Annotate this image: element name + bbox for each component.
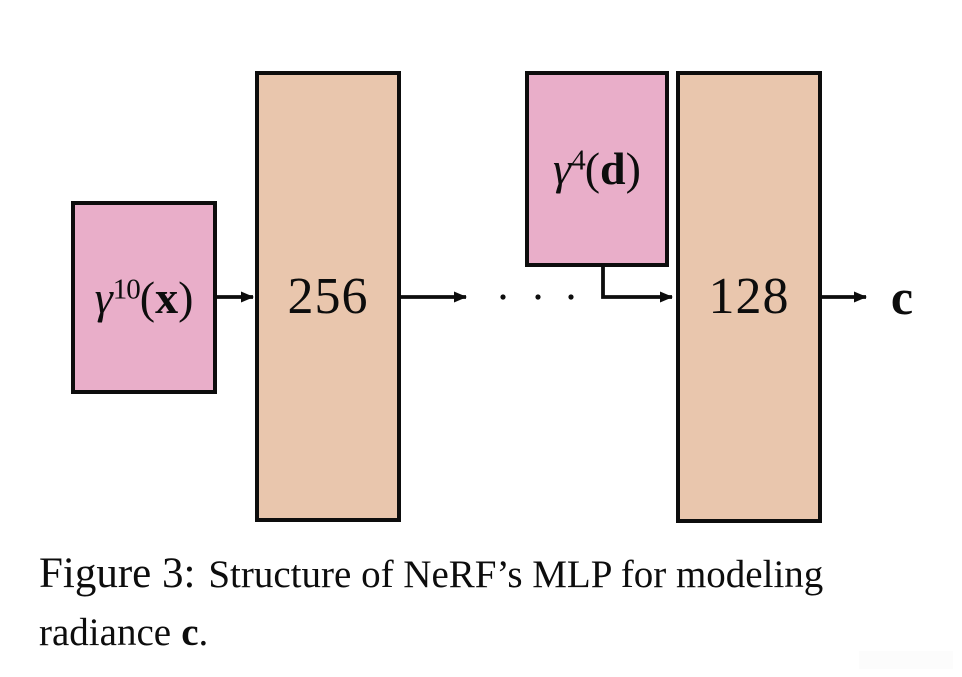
hidden-layer-256-box: 256 [255, 71, 401, 522]
hidden-layer-128-label: 128 [708, 268, 790, 325]
input-box-view-direction-d: γ4(d) [525, 71, 669, 267]
input-box-position-encoding-x: γ10(x) [71, 201, 217, 394]
caption-radiance-symbol: c [181, 611, 199, 654]
gamma-symbol: γ [94, 271, 113, 323]
caption-prefix: Figure 3: [39, 550, 196, 597]
input-d-label: γ4(d) [553, 146, 641, 192]
close-paren: ) [625, 143, 641, 194]
gamma-symbol: γ [553, 143, 572, 194]
caption-period: . [198, 611, 209, 654]
exponent: 4 [571, 144, 585, 177]
open-paren: ( [139, 271, 156, 323]
ellipsis-dots [500, 294, 574, 300]
figure-caption: Figure 3: Structure of NeRF’s MLP for mod… [39, 549, 944, 666]
variable-d: d [600, 143, 626, 194]
hidden-layer-128-box: 128 [676, 71, 822, 523]
variable-x: x [155, 271, 179, 323]
exponent: 10 [112, 273, 141, 305]
watermark-artifact [859, 651, 953, 669]
caption-line1: Structure of NeRF’s MLP for modeling [208, 553, 824, 596]
caption-line2: radiance [39, 611, 172, 654]
hidden-layer-256-label: 256 [287, 267, 369, 325]
input-x-label: γ10(x) [94, 271, 194, 323]
open-paren: ( [584, 143, 601, 194]
close-paren: ) [178, 271, 194, 323]
arrow-input-d-to-128 [601, 263, 673, 303]
output-radiance-c: c [890, 269, 914, 325]
